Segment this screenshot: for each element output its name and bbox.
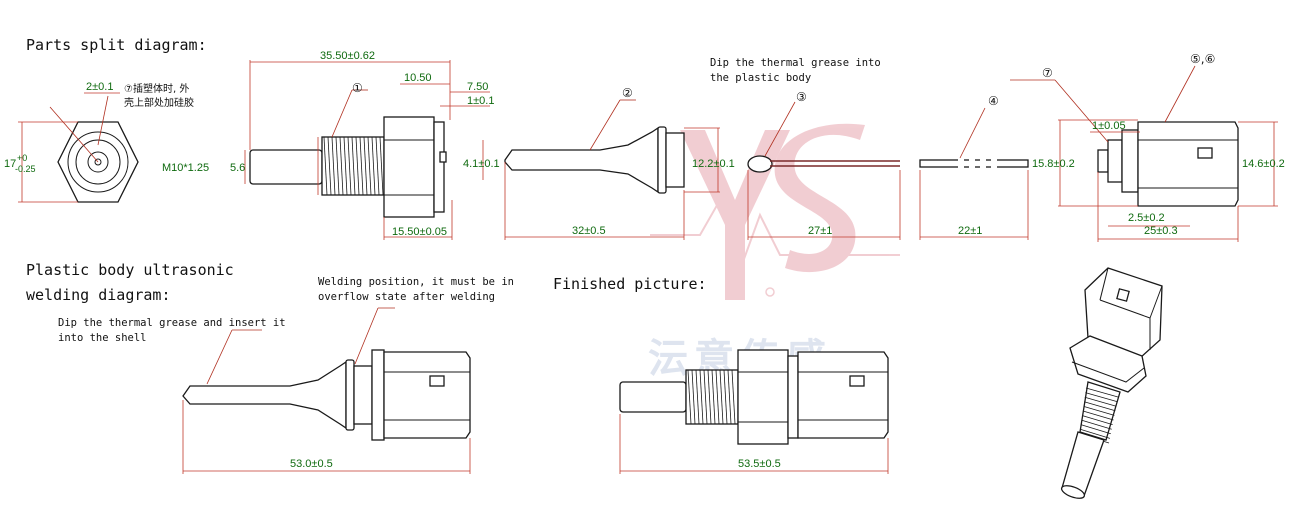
dim-m10: M10*1.25 xyxy=(162,162,209,174)
callout-3: ③ xyxy=(796,90,807,104)
dim-7-50: 7.50 xyxy=(467,81,488,93)
callout-2: ② xyxy=(622,86,633,100)
dim-4-1: 4.1±0.1 xyxy=(463,158,500,170)
note-grease-line2: the plastic body xyxy=(710,72,811,84)
finished-assembly xyxy=(619,349,889,474)
note-weld-line2: overflow state after welding xyxy=(318,291,495,303)
dim-10-50: 10.50 xyxy=(404,72,432,84)
callout-1: ① xyxy=(352,81,363,95)
dim-2: 2±0.1 xyxy=(86,81,113,93)
dim-14-6: 14.6±0.2 xyxy=(1242,158,1285,170)
note-cn-line2: 壳上部处加硅胶 xyxy=(124,96,194,109)
dim-5-6: 5.6 xyxy=(230,162,245,174)
dim-1-0-05: 1±0.05 xyxy=(1092,120,1126,132)
dim-17: 17 xyxy=(4,158,16,170)
dim-27: 27±1 xyxy=(808,225,832,237)
note-weld-line1: Welding position, it must be in xyxy=(318,276,514,288)
dim-15-8: 15.8±0.2 xyxy=(1032,158,1075,170)
dim-25: 25±0.3 xyxy=(1144,225,1178,237)
dim-15-50: 15.50±0.05 xyxy=(392,226,447,238)
housing-side-view xyxy=(244,60,490,240)
welding-assembly xyxy=(182,307,471,474)
watermark: 沄意传感 xyxy=(648,123,900,382)
heading-ultrasonic-line2: welding diagram: xyxy=(26,286,171,304)
sleeve-part xyxy=(919,107,1029,240)
note-grease-line1: Dip the thermal grease into xyxy=(710,57,881,69)
callout-4: ④ xyxy=(988,94,999,108)
dim-53-5: 53.5±0.5 xyxy=(738,458,781,470)
connector-part xyxy=(1010,65,1278,242)
dim-32: 32±0.5 xyxy=(572,225,606,237)
hex-end-view xyxy=(18,92,139,203)
note-insert-line1: Dip the thermal grease and insert it xyxy=(58,317,286,329)
heading-ultrasonic-line1: Plastic body ultrasonic xyxy=(26,261,234,279)
callout-5-6: ⑤,⑥ xyxy=(1190,52,1215,66)
finished-perspective xyxy=(1060,267,1163,499)
note-insert-line2: into the shell xyxy=(58,332,147,344)
dim-2-5: 2.5±0.2 xyxy=(1128,212,1165,224)
dim-17-tol-top: +0 xyxy=(17,153,27,163)
dim-53: 53.0±0.5 xyxy=(290,458,333,470)
heading-finished: Finished picture: xyxy=(553,275,707,293)
dim-17-tol-bottom: -0.25 xyxy=(15,164,36,174)
note-cn-line1: ⑦插塑体时, 外 xyxy=(124,82,189,95)
dim-22: 22±1 xyxy=(958,225,982,237)
heading-parts-split: Parts split diagram: xyxy=(26,36,207,54)
callout-7: ⑦ xyxy=(1042,66,1053,80)
dim-12-2: 12.2±0.1 xyxy=(692,158,735,170)
dim-1-0-1: 1±0.1 xyxy=(467,95,494,107)
probe-part xyxy=(482,99,720,240)
thermistor-part xyxy=(747,101,901,240)
dim-35-50: 35.50±0.62 xyxy=(320,50,375,62)
